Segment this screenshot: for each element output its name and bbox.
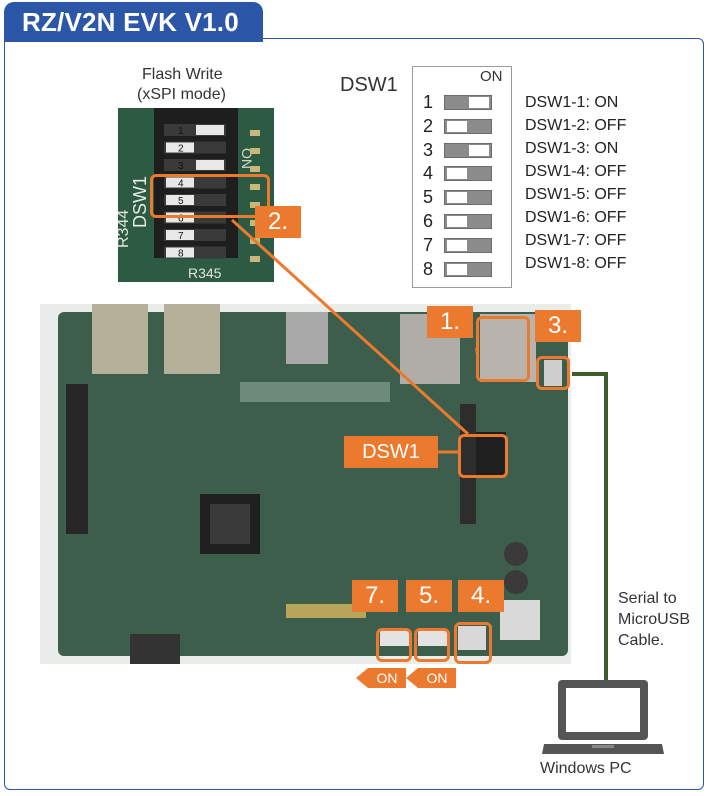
dsw1-state-8: DSW1-8: OFF (525, 255, 627, 272)
windows-pc-label: Windows PC (540, 760, 632, 777)
closeup-switch-knob-7 (166, 230, 194, 240)
dsw1-switch-6 (444, 214, 492, 229)
usb-port-highlight (536, 356, 570, 390)
closeup-switch-number-4: 4 (178, 179, 184, 190)
dsw1-switch-1 (444, 95, 492, 110)
dsw1-state-5: DSW1-5: OFF (525, 186, 627, 203)
board-dsw1-highlight (458, 434, 508, 478)
dsw1-switch-2 (444, 119, 492, 134)
closeup-switch-number-2: 2 (178, 144, 184, 155)
dsw1-switch-4 (444, 166, 492, 181)
flash-write-label: Flash Write (142, 66, 223, 83)
callout-7: 7. (352, 580, 398, 612)
closeup-switch-knob-2 (166, 142, 194, 153)
serial-cable-label-line1: Serial to (618, 590, 677, 607)
closeup-switch-number-8: 8 (178, 249, 184, 260)
dsw1-on-label: ON (480, 68, 503, 85)
dsw1-switch-number-2: 2 (422, 116, 433, 136)
sd-card-slot-highlight (476, 316, 530, 382)
closeup-switch-number-3: 3 (178, 161, 184, 172)
dsw1-switch-number-8: 8 (422, 259, 433, 279)
closeup-switch-knob-8 (166, 247, 194, 258)
page-title: RZ/V2N EVK V1.0 (4, 2, 263, 42)
dsw1-switch-number-5: 5 (422, 187, 433, 207)
dsw1-switch-5 (444, 190, 492, 205)
switch-5-on-marker: ON (418, 668, 456, 688)
closeup-switch-4-5-highlight (150, 174, 270, 218)
closeup-dsw-text: DSW1 (130, 176, 150, 228)
dsw1-title: DSW1 (340, 74, 398, 96)
dsw1-state-7: DSW1-7: OFF (525, 232, 627, 249)
callout-1: 1. (427, 306, 473, 338)
closeup-switch-number-7: 7 (178, 231, 184, 242)
dsw1-state-1: DSW1-1: ON (525, 94, 619, 111)
dsw1-switch-3 (444, 143, 492, 158)
closeup-r344-text: R344 (118, 210, 132, 248)
diagram-frame (4, 38, 704, 790)
dsw1-switch-number-3: 3 (422, 140, 433, 160)
switch-7-highlight (376, 628, 412, 662)
closeup-switch-knob-5 (166, 195, 194, 205)
dsw1-state-6: DSW1-6: OFF (525, 209, 627, 226)
switch-7-on-marker: ON (368, 668, 406, 688)
closeup-r345-text: R345 (188, 265, 222, 281)
dsw1-switch-number-1: 1 (422, 92, 433, 112)
closeup-switch-knob-4 (166, 177, 194, 188)
closeup-switch-knob-3 (196, 160, 224, 170)
dsw1-state-2: DSW1-2: OFF (525, 117, 627, 134)
callout-3: 3. (535, 310, 581, 342)
dsw1-switch-7 (444, 238, 492, 253)
closeup-switch-number-5: 5 (178, 196, 184, 207)
callout-4: 4. (458, 580, 504, 612)
dsw1-switch-number-6: 6 (422, 211, 433, 231)
closeup-switch-number-6: 6 (178, 214, 184, 225)
callout-5: 5. (406, 580, 452, 612)
power-connector-highlight (454, 622, 492, 664)
dsw1-state-4: DSW1-4: OFF (525, 163, 627, 180)
closeup-switch-knob-1 (196, 125, 224, 135)
switch-5-highlight (414, 628, 450, 662)
flash-mode-label: (xSPI mode) (137, 86, 226, 103)
dsw1-switch-number-4: 4 (422, 163, 433, 183)
dsw1-state-3: DSW1-3: ON (525, 140, 619, 157)
callout-2: 2. (255, 206, 301, 238)
closeup-switch-number-1: 1 (178, 126, 184, 137)
dsw1-switch-number-7: 7 (422, 235, 433, 255)
callout-dsw1: DSW1 (344, 436, 438, 468)
dsw1-switch-8 (444, 262, 492, 277)
serial-cable-label-line3: Cable. (618, 632, 665, 649)
serial-cable-label-line2: MicroUSB (618, 611, 691, 628)
